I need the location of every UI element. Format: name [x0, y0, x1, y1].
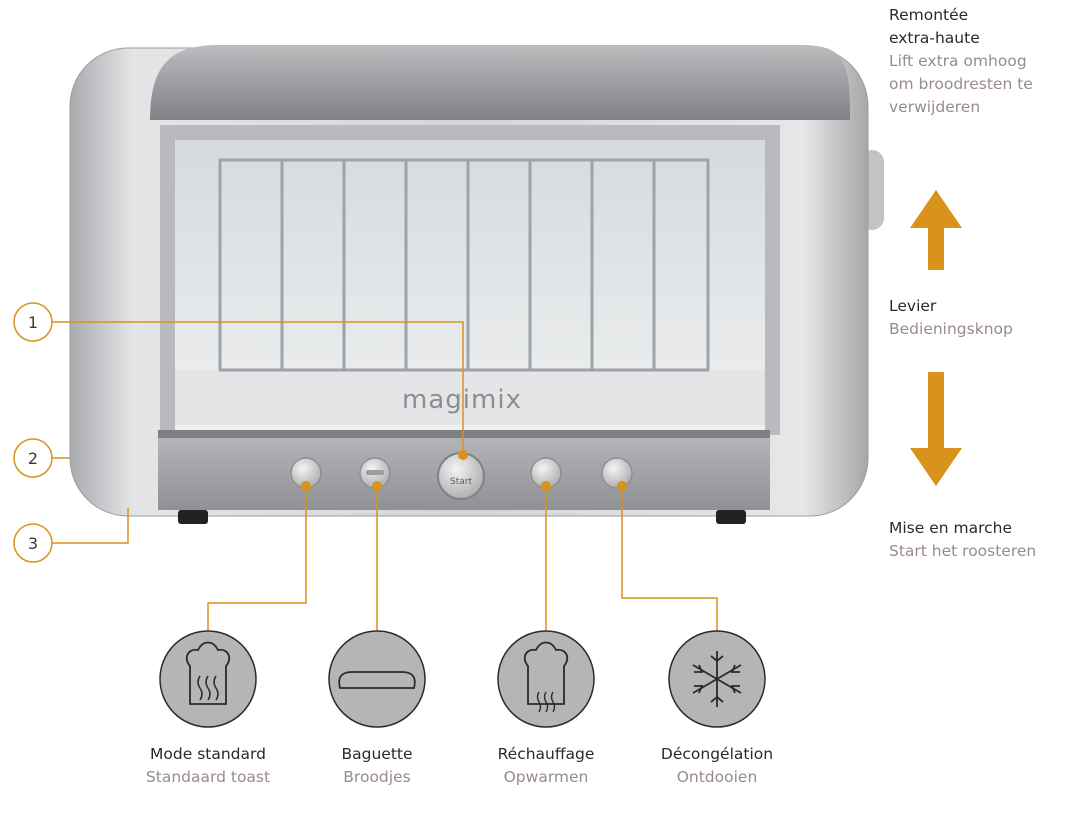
- leader-dot-1: [458, 450, 468, 460]
- lift-fr-line2: extra-haute: [889, 29, 980, 47]
- mode-baguette-fr: Baguette: [341, 745, 413, 763]
- start-annotation: Mise en marche Start het roosteren: [889, 517, 1065, 563]
- reheat-icon: [497, 630, 595, 728]
- start-nl: Start het roosteren: [889, 542, 1037, 560]
- start-fr: Mise en marche: [889, 519, 1013, 537]
- leader-dot-defrost: [617, 481, 627, 491]
- lever-nl: Bedieningsknop: [889, 320, 1013, 338]
- defrost-mode-button[interactable]: [601, 457, 633, 489]
- leader-dot-reheat: [541, 481, 551, 491]
- toaster-window-shelf: [175, 370, 765, 425]
- start-button[interactable]: [437, 452, 485, 500]
- lift-nl-line1: Lift extra omhoog: [889, 52, 1027, 70]
- mode-label-reheat: Réchauffage Opwarmen: [466, 743, 626, 789]
- baguette-icon: [328, 630, 426, 728]
- toaster-buttons: Start: [290, 452, 633, 500]
- start-button-label: Start: [450, 477, 472, 487]
- toaster-grill-bars: [218, 158, 710, 372]
- callout-2-label: 2: [28, 449, 38, 468]
- mode-reheat-fr: Réchauffage: [497, 745, 595, 763]
- leader-line-3: [52, 508, 129, 544]
- leader-line-defrost: [621, 486, 718, 650]
- mode-baguette-nl: Broodjes: [343, 768, 411, 786]
- callout-1-label: 1: [28, 313, 38, 332]
- lift-nl-line3: verwijderen: [889, 98, 981, 116]
- baguette-mode-button-mark: [366, 470, 384, 475]
- lever-fr: Levier: [889, 297, 937, 315]
- arrow-up-icon: [910, 190, 962, 270]
- callout-2-circle: [13, 438, 53, 478]
- toaster-brand-logo: magimix: [402, 385, 522, 415]
- callout-3-label: 3: [28, 534, 38, 553]
- toaster-front-band: [158, 430, 770, 438]
- leader-line-standard: [207, 486, 307, 650]
- arrow-down-icon: [910, 372, 962, 486]
- toaster-foot-right: [716, 510, 746, 524]
- mode-standard-nl: Standaard toast: [145, 768, 271, 786]
- callout-1-circle: [13, 302, 53, 342]
- leader-dot-baguette: [372, 481, 382, 491]
- toaster-top-cover: [150, 45, 850, 120]
- leader-dots: [301, 450, 627, 491]
- lever-annotation: Levier Bedieningsknop: [889, 295, 1065, 341]
- mode-defrost-fr: Décongélation: [660, 745, 774, 763]
- toaster: magimix Start: [69, 45, 884, 524]
- leader-line-1: [52, 321, 464, 455]
- mode-standard-fr: Mode standard: [150, 745, 266, 763]
- mode-defrost-nl: Ontdooien: [676, 768, 758, 786]
- lift-fr-line1: Remontée: [889, 6, 969, 24]
- mode-icons: [159, 630, 766, 728]
- mode-label-baguette: Baguette Broodjes: [307, 743, 447, 789]
- lever-arrows: [910, 190, 962, 486]
- leader-dot-standard: [301, 481, 311, 491]
- lift-annotation: Remontée extra-haute Lift extra omhoog o…: [889, 4, 1065, 119]
- toast-heat-icon: [159, 630, 257, 728]
- lift-nl-line2: om broodresten te: [889, 75, 1033, 93]
- callouts: 1 2 3: [13, 302, 53, 563]
- snowflake-icon: [668, 630, 766, 728]
- callout-3-circle: [13, 523, 53, 563]
- mode-label-standard: Mode standard Standaard toast: [118, 743, 298, 789]
- leader-lines: [52, 321, 718, 650]
- toaster-foot-left: [178, 510, 208, 524]
- mode-reheat-nl: Opwarmen: [503, 768, 589, 786]
- mode-label-defrost: Décongélation Ontdooien: [632, 743, 802, 789]
